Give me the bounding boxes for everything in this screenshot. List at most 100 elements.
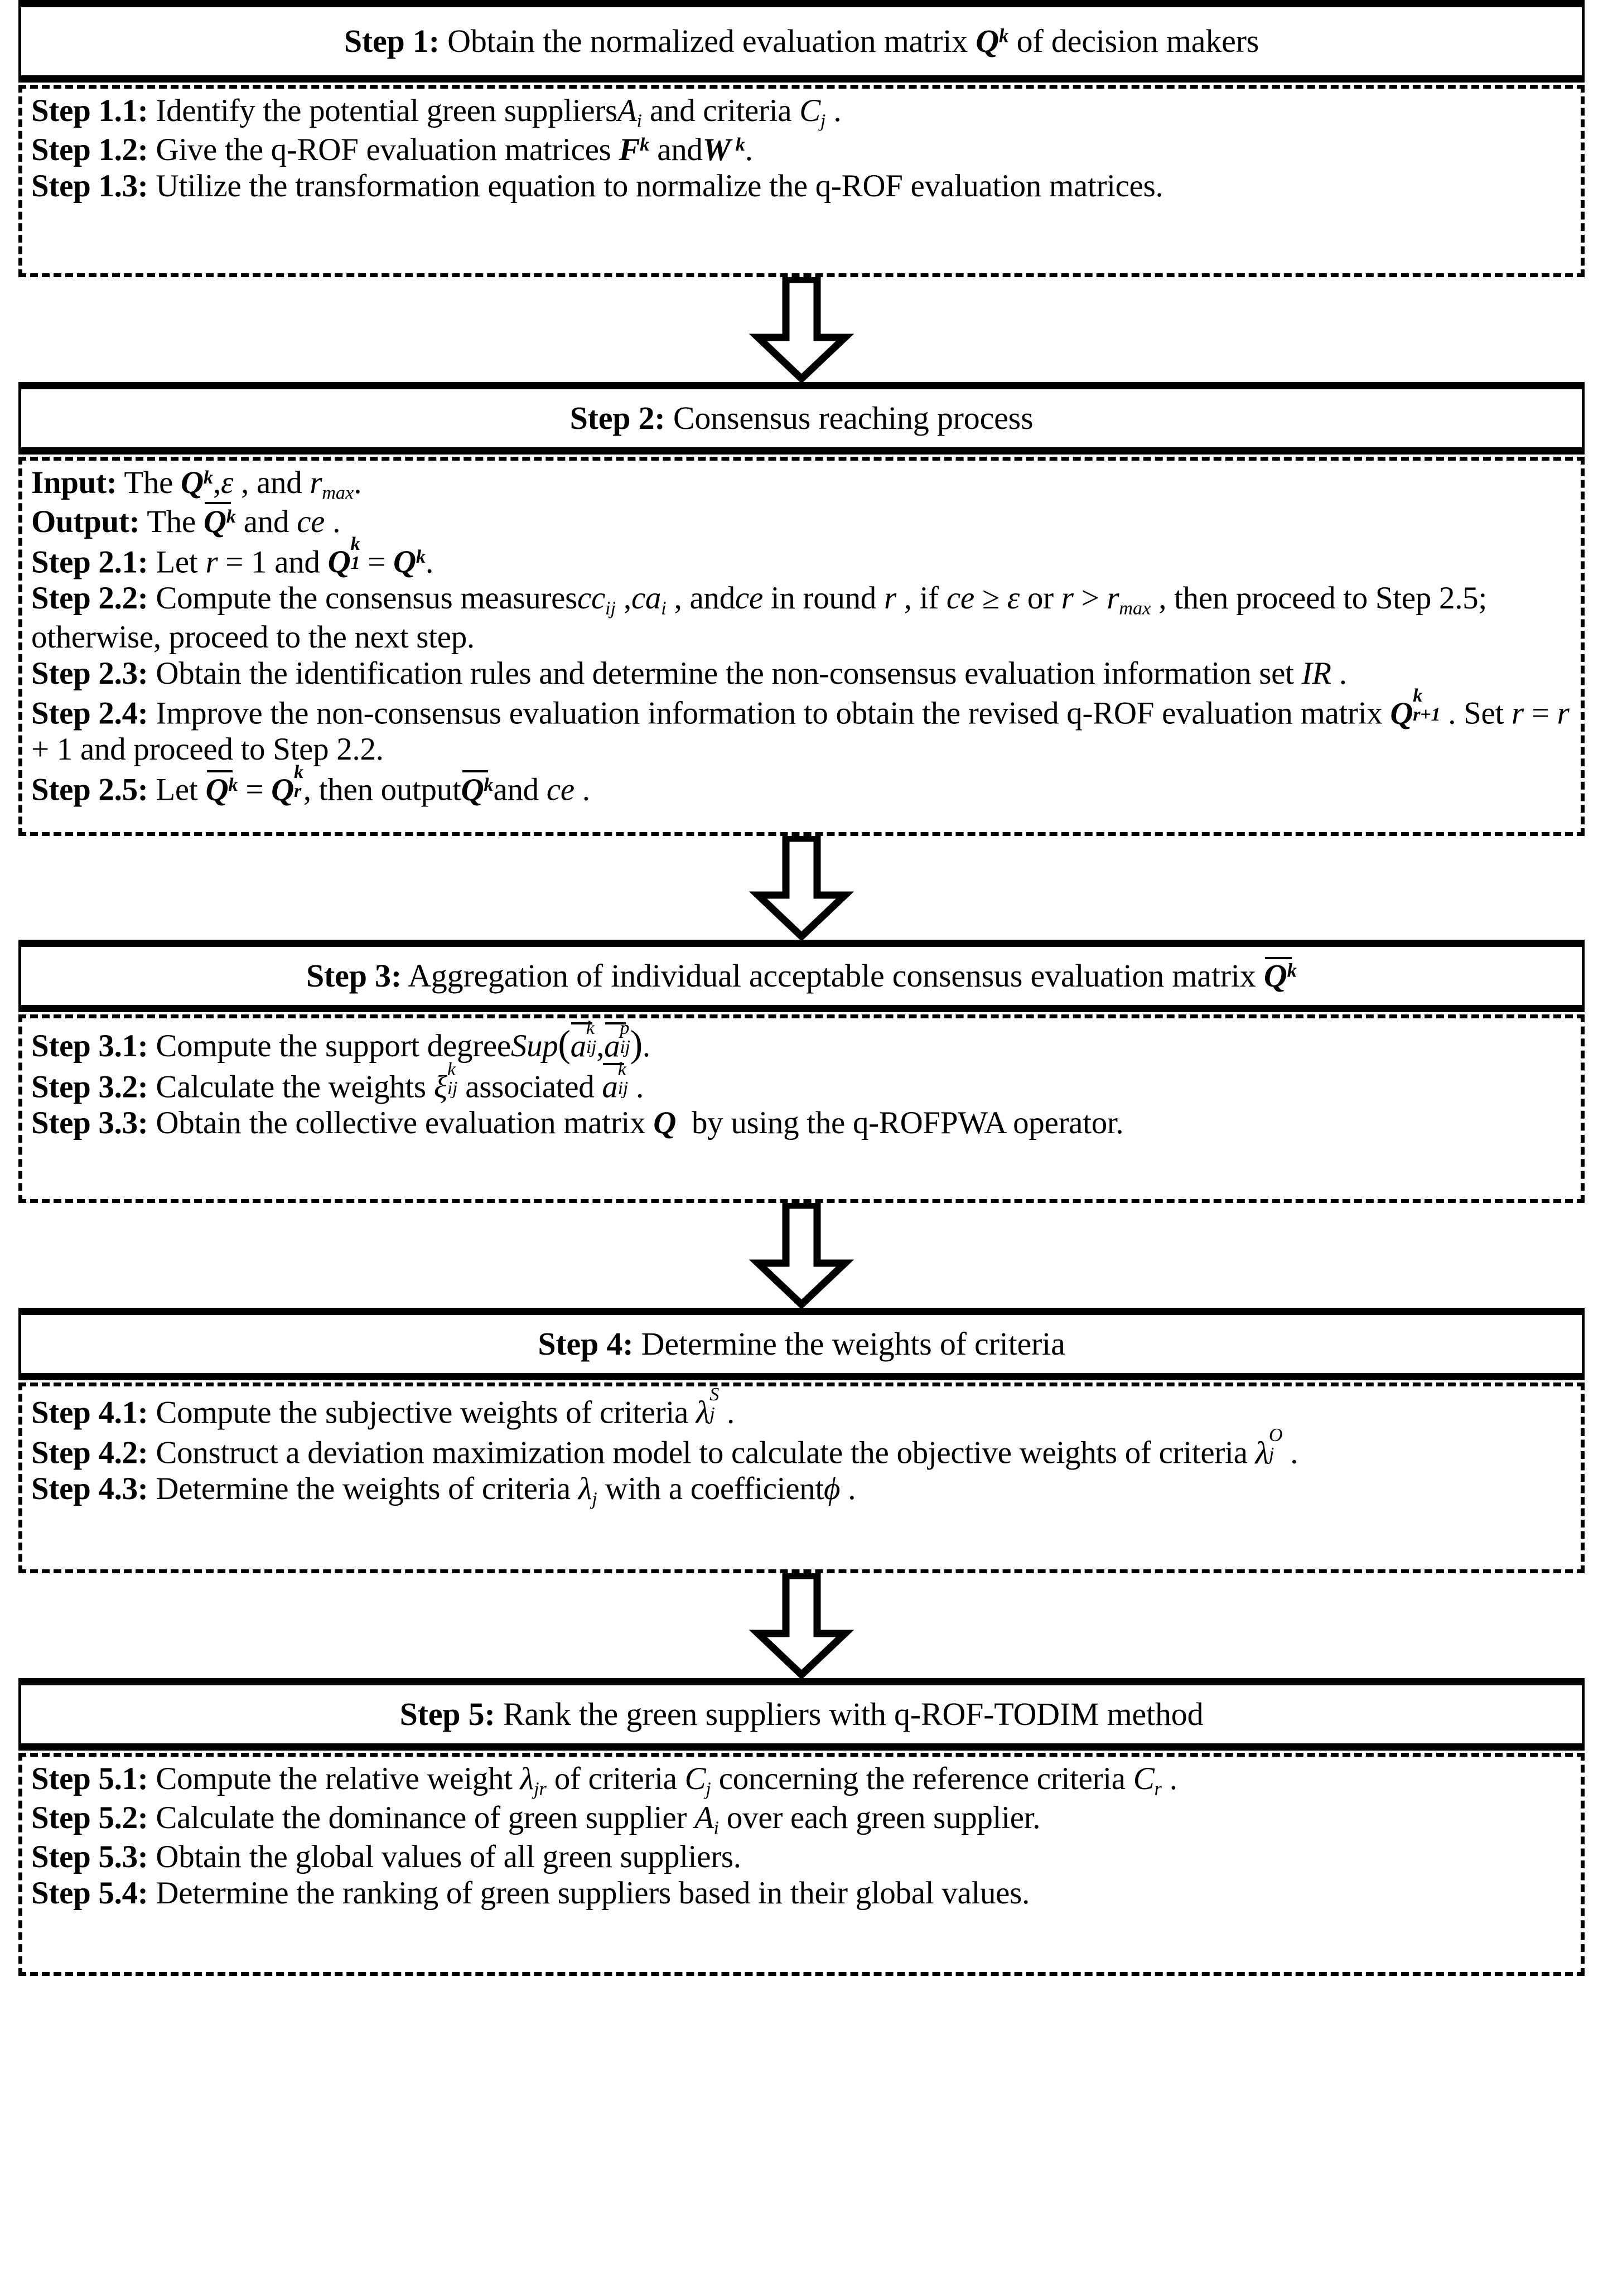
stage-step-2: Step 2: Consensus reaching process Input… [18,382,1585,836]
stage-step-1: Step 1: Obtain the normalized evaluation… [18,0,1585,277]
step-2-header-body: Consensus reaching process [673,399,1034,436]
stage-step-4: Step 4: Determine the weights of criteri… [18,1308,1585,1573]
step-4-1-label: Step 4.1: [31,1395,148,1430]
step-5-header-body: Rank the green suppliers with q-ROF-TODI… [503,1695,1204,1732]
symbol-r-max: rmax [310,465,354,504]
symbol-A-i: Ai [694,1800,719,1839]
symbol-r: r [883,580,896,616]
step-2-input-label: Input: [31,465,117,500]
symbol-Qbar-k: Qk [203,502,236,540]
symbol-cc-ij: ccij [577,580,616,619]
list-item: Step 5.1: Compute the relative weight λj… [31,1761,1177,1800]
step-1-header-label: Step 1: [344,22,440,59]
symbol-r: r [1557,695,1570,731]
step-2-header-text: Step 2: Consensus reaching process [569,399,1034,436]
list-item: Step 4.3: Determine the weights of crite… [31,1471,856,1510]
step-2-5-label: Step 2.5: [31,772,148,808]
step-2-3-label: Step 2.3: [31,655,148,691]
step-3-header-text: Step 3: Aggregation of individual accept… [306,956,1297,994]
step-4-header-label: Step 4: [538,1325,634,1362]
list-item: Output: The Qk and ce . [31,502,341,540]
step-4-header-body: Determine the weights of criteria [641,1325,1065,1362]
arrow-step3-to-step4 [0,1203,1603,1308]
symbol-ce: ce [735,580,763,616]
symbol-r: r [1512,695,1524,731]
list-item: Step 5.2: Calculate the dominance of gre… [31,1800,1041,1839]
list-item: Input: The Qk,ε , and rmax. [31,465,362,504]
symbol-lambda-j: λj [578,1471,597,1510]
list-item: Step 4.1: Compute the subjective weights… [31,1384,735,1430]
step-3-body-box: Step 3.1: Compute the support degreeSup(… [18,1014,1585,1203]
symbol-C-r: Cr [1133,1761,1162,1800]
symbol-Qbar-k: Qk [1263,956,1297,994]
list-item: Step 2.3: Obtain the identification rule… [31,655,1347,691]
step-3-header-body: Aggregation of individual acceptable con… [408,957,1256,994]
symbol-W-k: W k [702,132,745,168]
step-1-1-label: Step 1.1: [31,93,148,128]
step-5-header-text: Step 5: Rank the green suppliers with q-… [400,1695,1204,1732]
symbol-Qbar-k: Qk [461,770,494,808]
step-3-1-label: Step 3.1: [31,1028,148,1064]
symbol-A-i: Ai [617,93,642,132]
symbol-C-j: Cj [799,93,826,132]
step-3-header-box: Step 3: Aggregation of individual accept… [18,940,1585,1012]
symbol-F-k: Fk [619,132,650,168]
step-2-body-box: Input: The Qk,ε , and rmax. Output: The … [18,457,1585,836]
list-item: Step 1.3: Utilize the transformation equ… [31,168,1163,204]
symbol-Q-k: Qk [393,544,426,580]
symbol-Qbar-k: Qk [205,770,238,808]
step-5-4-label: Step 5.4: [31,1875,148,1911]
step-4-3-label: Step 4.3: [31,1471,148,1507]
step-3-2-label: Step 3.2: [31,1069,148,1105]
step-2-header-label: Step 2: [569,399,665,436]
symbol-lambda-jr: λjr [520,1761,547,1800]
step-5-header-box: Step 5: Rank the green suppliers with q-… [18,1678,1585,1751]
step-5-body-box: Step 5.1: Compute the relative weight λj… [18,1753,1585,1976]
step-3-header-label: Step 3: [306,957,402,994]
symbol-phi: ϕ [824,1471,841,1507]
stage-step-3: Step 3: Aggregation of individual accept… [18,940,1585,1203]
symbol-ce: ce [946,580,974,616]
step-1-3-label: Step 1.3: [31,168,148,204]
step-2-1-label: Step 2.1: [31,544,148,580]
arrow-step4-to-step5 [0,1573,1603,1678]
symbol-ce: ce [297,504,325,540]
step-1-header-text: Step 1: Obtain the normalized evaluation… [344,22,1259,59]
list-item: Step 2.2: Compute the consensus measures… [31,580,1487,655]
list-item: Step 1.2: Give the q-ROF evaluation matr… [31,132,753,168]
down-arrow-icon [749,1573,854,1678]
symbol-IR: IR [1301,655,1332,691]
list-item: Step 2.4: Improve the non-consensus eval… [31,685,1570,767]
arrow-step1-to-step2 [0,277,1603,382]
symbol-Sup: Sup [510,1028,558,1064]
step-5-1-label: Step 5.1: [31,1761,148,1796]
symbol-r-max: rmax [1107,580,1151,619]
list-item: Step 1.1: Identify the potential green s… [31,93,842,132]
step-4-header-box: Step 4: Determine the weights of criteri… [18,1308,1585,1380]
symbol-r: r [1061,580,1074,616]
step-4-header-text: Step 4: Determine the weights of criteri… [538,1327,1065,1361]
list-item: Step 3.1: Compute the support degreeSup(… [31,1018,650,1065]
step-1-header-tail: of decision makers [1016,22,1259,59]
step-3-3-label: Step 3.3: [31,1105,148,1141]
step-5-2-label: Step 5.2: [31,1800,148,1836]
symbol-Q: Q [653,1105,677,1141]
list-item: Step 5.4: Determine the ranking of green… [31,1875,1030,1911]
symbol-C-j: Cj [684,1761,711,1800]
step-2-2-label: Step 2.2: [31,580,148,616]
symbol-Q-k: Qk [181,465,214,500]
step-5-3-label: Step 5.3: [31,1839,148,1875]
step-4-body-box: Step 4.1: Compute the subjective weights… [18,1383,1585,1573]
down-arrow-icon [749,277,854,382]
step-1-header-body: Obtain the normalized evaluation matrix [447,22,968,59]
down-arrow-icon [749,836,854,940]
